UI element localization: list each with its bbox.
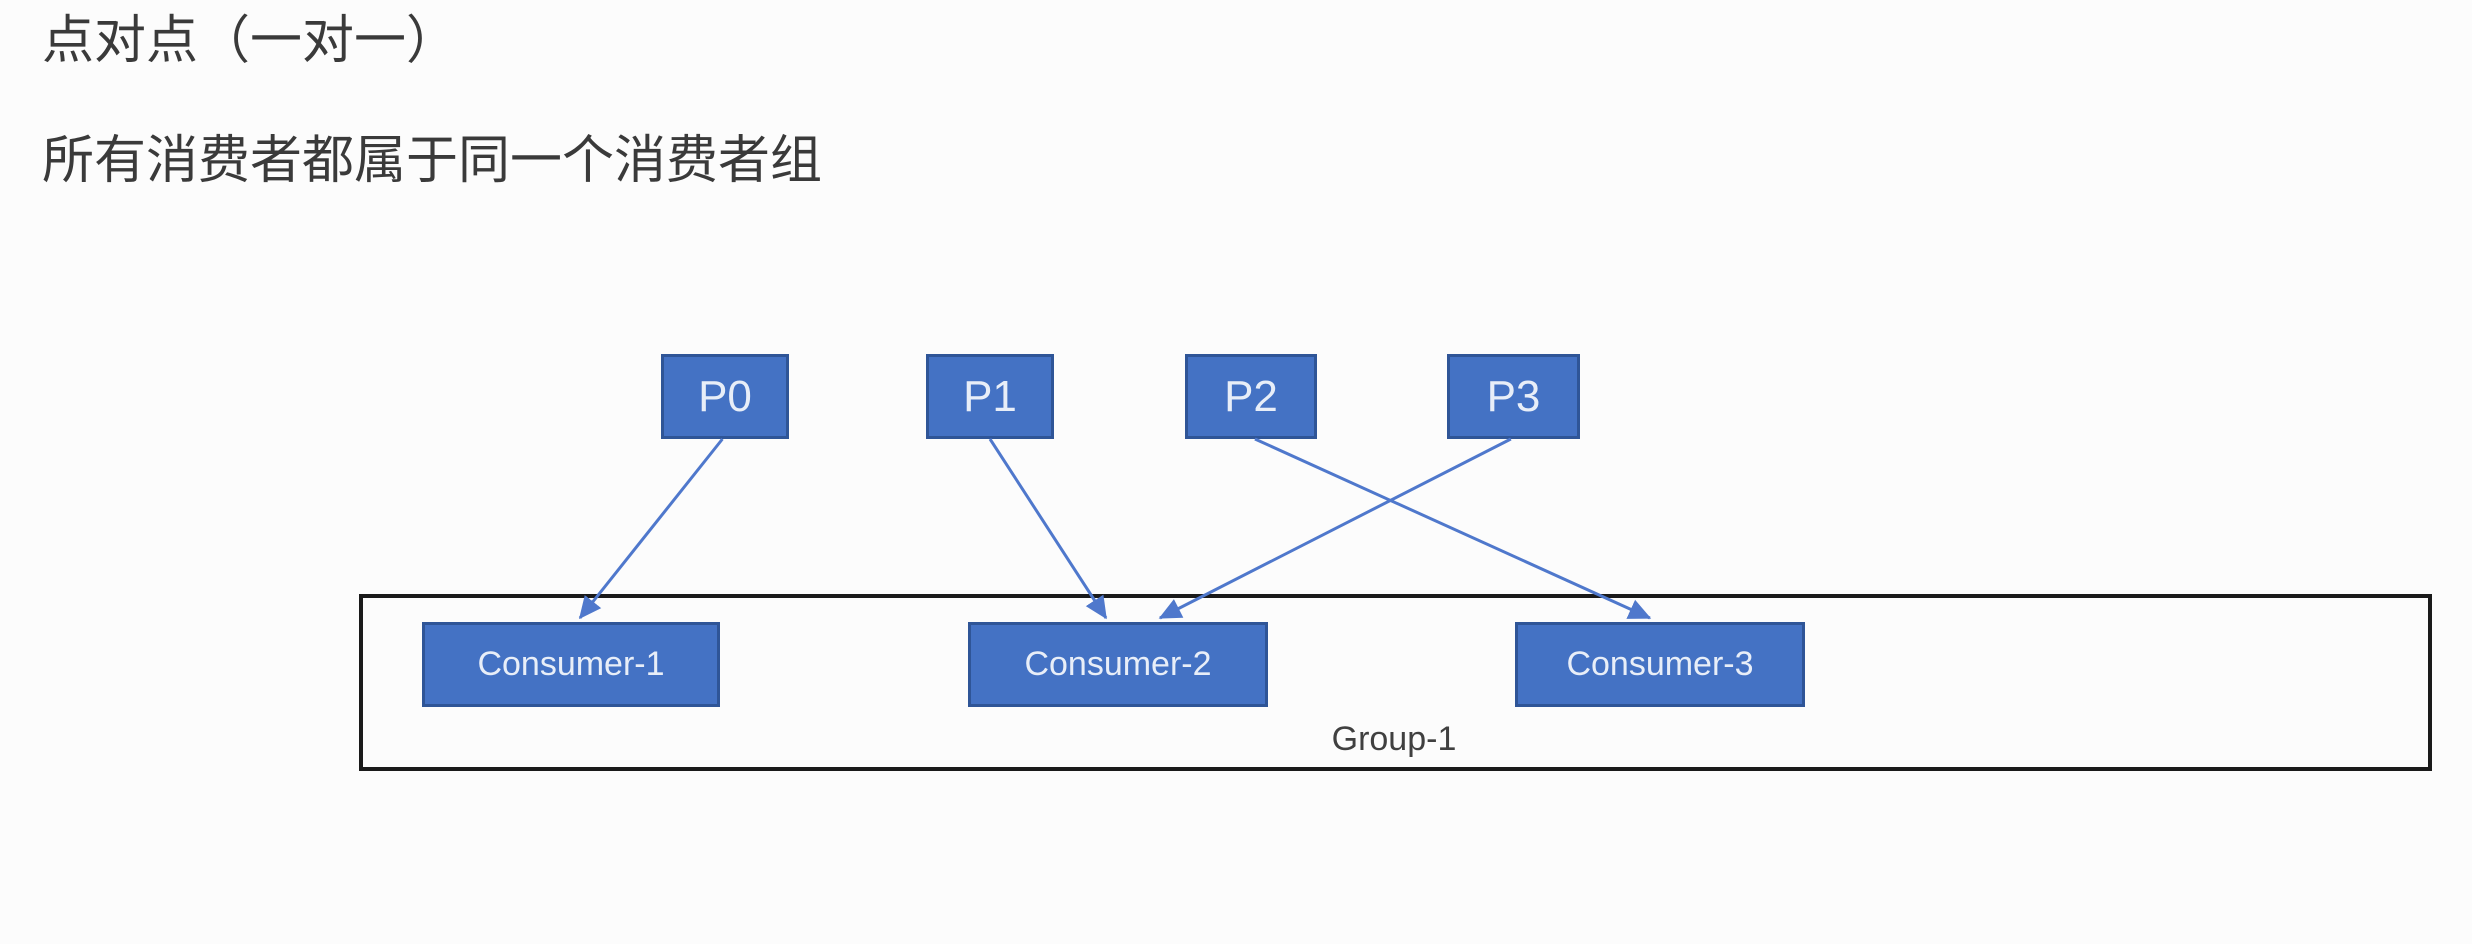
consumer-box-1: Consumer-1 (422, 622, 720, 707)
consumer-box-2: Consumer-2 (968, 622, 1268, 707)
consumer-box-3: Consumer-3 (1515, 622, 1805, 707)
edge-p3-to-consumer-2 (1158, 437, 1512, 620)
page-subtitle: 所有消费者都属于同一个消费者组 (42, 132, 823, 190)
partition-box-p1: P1 (926, 354, 1054, 439)
consumer-label-3: Consumer-3 (1566, 645, 1754, 683)
consumer-label-1: Consumer-1 (477, 645, 665, 683)
partition-box-p0: P0 (661, 354, 789, 439)
edge-p1-to-consumer-2 (988, 438, 1108, 620)
partition-label-p0: P0 (698, 371, 752, 421)
partition-label-p3: P3 (1486, 371, 1541, 421)
partition-label-p1: P1 (963, 371, 1017, 421)
edge-p2-to-consumer-3 (1254, 437, 1652, 620)
consumer-group-label: Group-1 (1331, 720, 1457, 758)
consumer-label-2: Consumer-2 (1024, 645, 1212, 683)
edge-p0-to-consumer-1 (578, 438, 724, 620)
partition-label-p2: P2 (1224, 371, 1278, 421)
partition-box-p3: P3 (1447, 354, 1580, 439)
partition-box-p2: P2 (1185, 354, 1317, 439)
page-title: 点对点（一对一） (42, 12, 459, 70)
